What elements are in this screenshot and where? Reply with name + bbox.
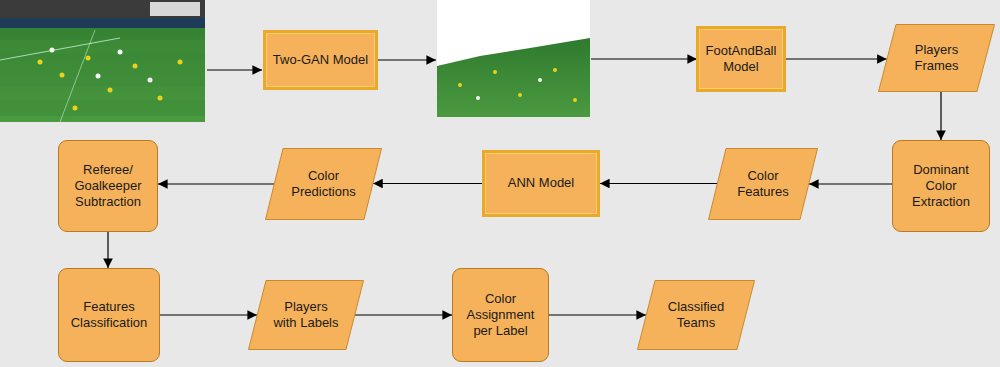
text-block: Color Assignment per Label bbox=[459, 291, 542, 340]
text-block: ANN Model bbox=[490, 175, 592, 191]
text-block: Features Classification bbox=[65, 299, 153, 332]
node-label: Color Features bbox=[731, 168, 795, 201]
flow-arrow bbox=[160, 314, 257, 315]
input-arrow bbox=[591, 58, 697, 59]
process-step: Referee/ Goalkeeper Subtraction bbox=[58, 140, 158, 232]
data-parallelogram: Players with Labels bbox=[248, 280, 364, 350]
text-block: Two-GAN Model bbox=[271, 52, 370, 68]
segmented-field bbox=[437, 0, 590, 117]
model-box: ANN Model bbox=[482, 150, 600, 217]
text-block: Players Frames bbox=[901, 42, 972, 75]
output-arrow bbox=[378, 59, 436, 60]
flow-arrow bbox=[373, 183, 482, 184]
node-label: ANN Model bbox=[490, 175, 592, 191]
process-step: Features Classification bbox=[58, 268, 160, 362]
data-parallelogram: Color Predictions bbox=[265, 148, 382, 220]
node-label: Two-GAN Model bbox=[271, 52, 370, 68]
flow-arrow bbox=[549, 314, 646, 315]
text-block: Color Features bbox=[731, 168, 795, 201]
flow-arrow bbox=[158, 183, 274, 184]
node-label: Dominant Color Extraction bbox=[899, 162, 983, 211]
model-box: Two-GAN Model bbox=[263, 30, 378, 90]
data-parallelogram: Players Frames bbox=[878, 24, 995, 92]
node-label: Features Classification bbox=[65, 299, 153, 332]
data-parallelogram: Classified Teams bbox=[637, 280, 755, 350]
flow-arrow bbox=[107, 232, 108, 268]
input-arrow bbox=[207, 69, 262, 70]
text-block: Color Predictions bbox=[288, 168, 359, 201]
text-block: Players with Labels bbox=[271, 299, 341, 332]
node-label: Color Predictions bbox=[288, 168, 359, 201]
process-step: Dominant Color Extraction bbox=[892, 140, 990, 232]
node-label: Referee/ Goalkeeper Subtraction bbox=[65, 162, 151, 211]
text-block: Referee/ Goalkeeper Subtraction bbox=[65, 162, 151, 211]
flow-arrow bbox=[355, 314, 452, 315]
flow-arrow bbox=[809, 183, 892, 184]
node-label: Players Frames bbox=[901, 42, 972, 75]
text-block: Dominant Color Extraction bbox=[899, 162, 983, 211]
match-photo bbox=[0, 0, 205, 122]
model-box: FootAndBall Model bbox=[696, 26, 786, 92]
node-label: Color Assignment per Label bbox=[459, 291, 542, 340]
process-step: Color Assignment per Label bbox=[452, 268, 549, 362]
node-label: FootAndBall Model bbox=[704, 43, 778, 76]
flow-arrow bbox=[786, 58, 887, 59]
node-label: Classified Teams bbox=[660, 299, 732, 332]
text-block: FootAndBall Model bbox=[704, 43, 778, 76]
flow-arrow bbox=[600, 183, 717, 184]
data-parallelogram: Color Features bbox=[708, 148, 818, 220]
text-block: Classified Teams bbox=[660, 299, 732, 332]
flow-arrow bbox=[940, 92, 941, 140]
node-label: Players with Labels bbox=[271, 299, 341, 332]
